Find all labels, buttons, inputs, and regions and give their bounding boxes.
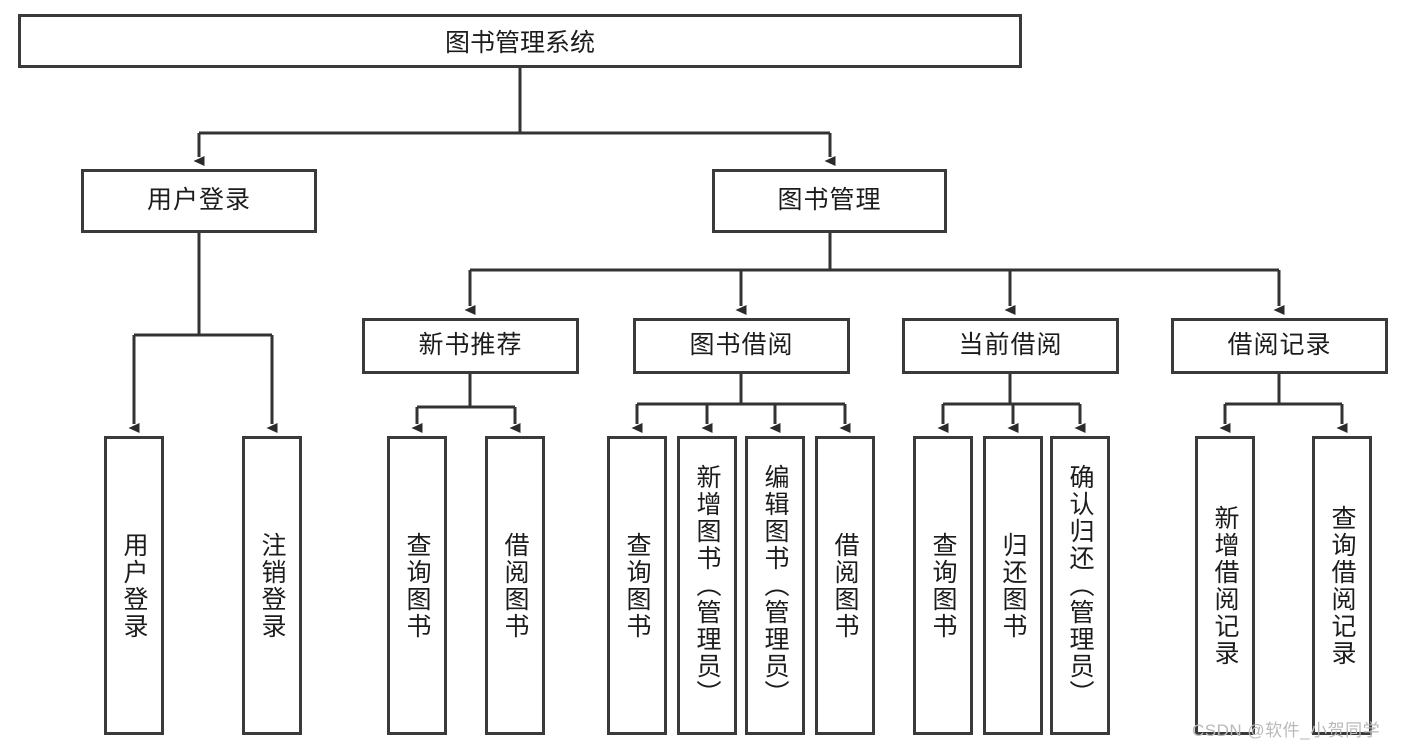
node-leaf-borrow-book-2[interactable]: 借阅图书	[815, 436, 875, 735]
node-leaf-logout-label: 注销登录	[258, 531, 286, 640]
node-leaf-add-book[interactable]: 新增图书（管理员）	[677, 436, 737, 735]
node-leaf-query-book-2-label: 查询图书	[623, 531, 651, 640]
node-leaf-add-record[interactable]: 新增借阅记录	[1195, 436, 1255, 735]
node-book-manage-label: 图书管理	[777, 186, 882, 215]
node-user-login-label: 用户登录	[146, 186, 251, 215]
node-leaf-query-record[interactable]: 查询借阅记录	[1312, 436, 1372, 735]
node-book-borrow[interactable]: 图书借阅	[633, 318, 850, 374]
node-leaf-query-book-3-label: 查询图书	[929, 531, 957, 640]
node-leaf-borrow-book-2-label: 借阅图书	[831, 531, 859, 640]
node-leaf-confirm-return-label: 确认归还（管理员）	[1066, 464, 1094, 707]
node-leaf-query-book-2[interactable]: 查询图书	[607, 436, 667, 735]
node-current-borrow-label: 当前借阅	[958, 331, 1063, 360]
node-leaf-query-record-label: 查询借阅记录	[1328, 504, 1356, 667]
node-leaf-query-book-3[interactable]: 查询图书	[913, 436, 973, 735]
node-user-login[interactable]: 用户登录	[81, 169, 317, 233]
watermark: CSDN @软件_小贺同学	[1192, 721, 1381, 740]
node-leaf-user-login-label: 用户登录	[120, 531, 148, 640]
node-root[interactable]: 图书管理系统	[18, 14, 1022, 68]
node-new-book-recommend[interactable]: 新书推荐	[362, 318, 579, 374]
node-leaf-return-book-label: 归还图书	[999, 531, 1027, 640]
node-borrow-record[interactable]: 借阅记录	[1171, 318, 1388, 374]
node-leaf-logout[interactable]: 注销登录	[242, 436, 302, 735]
node-leaf-add-record-label: 新增借阅记录	[1211, 504, 1239, 667]
node-book-manage[interactable]: 图书管理	[712, 169, 947, 233]
node-leaf-borrow-book-1-label: 借阅图书	[501, 531, 529, 640]
node-leaf-confirm-return[interactable]: 确认归还（管理员）	[1050, 436, 1110, 735]
node-root-label: 图书管理系统	[444, 29, 595, 57]
node-leaf-query-book-1[interactable]: 查询图书	[387, 436, 447, 735]
node-leaf-edit-book[interactable]: 编辑图书（管理员）	[745, 436, 805, 735]
node-leaf-query-book-1-label: 查询图书	[403, 531, 431, 640]
node-current-borrow[interactable]: 当前借阅	[902, 318, 1119, 374]
node-borrow-record-label: 借阅记录	[1227, 331, 1332, 360]
node-leaf-return-book[interactable]: 归还图书	[983, 436, 1043, 735]
node-new-book-recommend-label: 新书推荐	[418, 331, 523, 360]
node-leaf-borrow-book-1[interactable]: 借阅图书	[485, 436, 545, 735]
node-book-borrow-label: 图书借阅	[689, 331, 794, 360]
node-leaf-user-login[interactable]: 用户登录	[104, 436, 164, 735]
node-leaf-add-book-label: 新增图书（管理员）	[693, 464, 721, 707]
node-leaf-edit-book-label: 编辑图书（管理员）	[761, 464, 789, 707]
